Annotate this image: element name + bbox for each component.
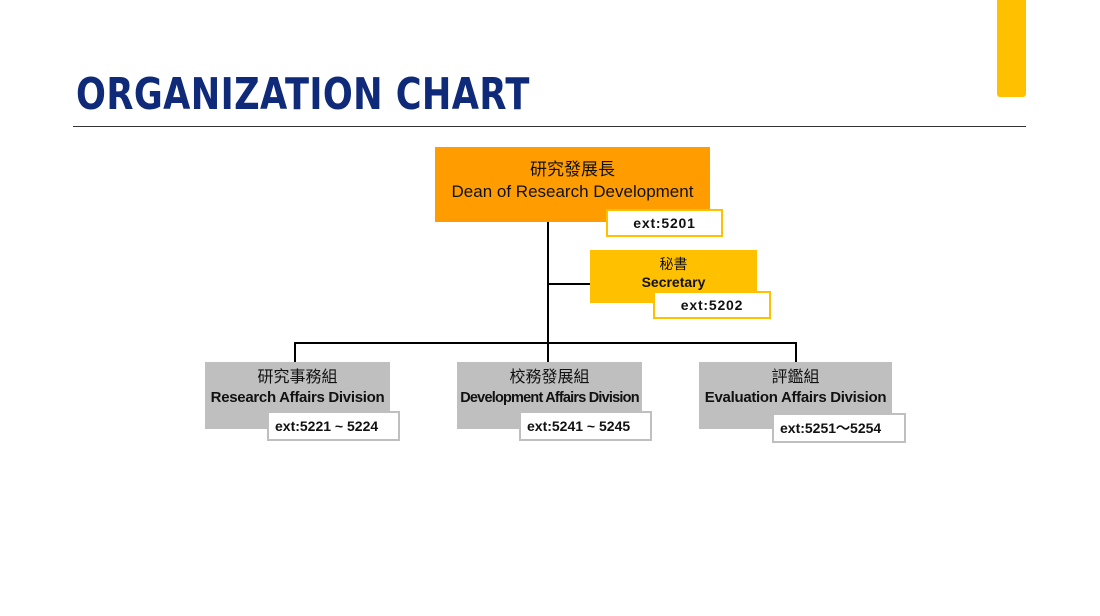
dean-name-zh: 研究發展長 xyxy=(530,160,615,179)
accent-tab xyxy=(997,0,1026,97)
division-name-zh: 校務發展組 xyxy=(509,369,590,386)
division-name-en: Research Affairs Division xyxy=(210,389,385,406)
page-title: ORGANIZATION CHART xyxy=(76,69,530,120)
dean-name-en: Dean of Research Development xyxy=(451,182,694,201)
connector-division-3 xyxy=(795,342,797,362)
connector-division-2 xyxy=(547,342,549,362)
connector-secretary xyxy=(548,283,590,285)
connector-division-bar xyxy=(294,342,796,344)
secretary-extension: ext:5202 xyxy=(653,291,771,319)
title-divider xyxy=(73,126,1026,127)
division-name-zh: 研究事務組 xyxy=(257,369,338,386)
connector-division-1 xyxy=(294,342,296,362)
secretary-name-en: Secretary xyxy=(641,274,706,290)
division-extension-development: ext:5241 ~ 5245 xyxy=(519,411,652,441)
dean-extension: ext:5201 xyxy=(606,209,723,237)
division-extension-research: ext:5221 ~ 5224 xyxy=(267,411,400,441)
secretary-name-zh: 秘書 xyxy=(659,256,688,272)
connector-trunk xyxy=(547,222,549,343)
division-extension-evaluation: ext:5251～5254 xyxy=(772,413,906,443)
division-name-en: Development Affairs Division xyxy=(460,390,639,406)
division-name-zh: 評鑑組 xyxy=(771,369,820,386)
division-name-en: Evaluation Affairs Division xyxy=(704,389,887,406)
